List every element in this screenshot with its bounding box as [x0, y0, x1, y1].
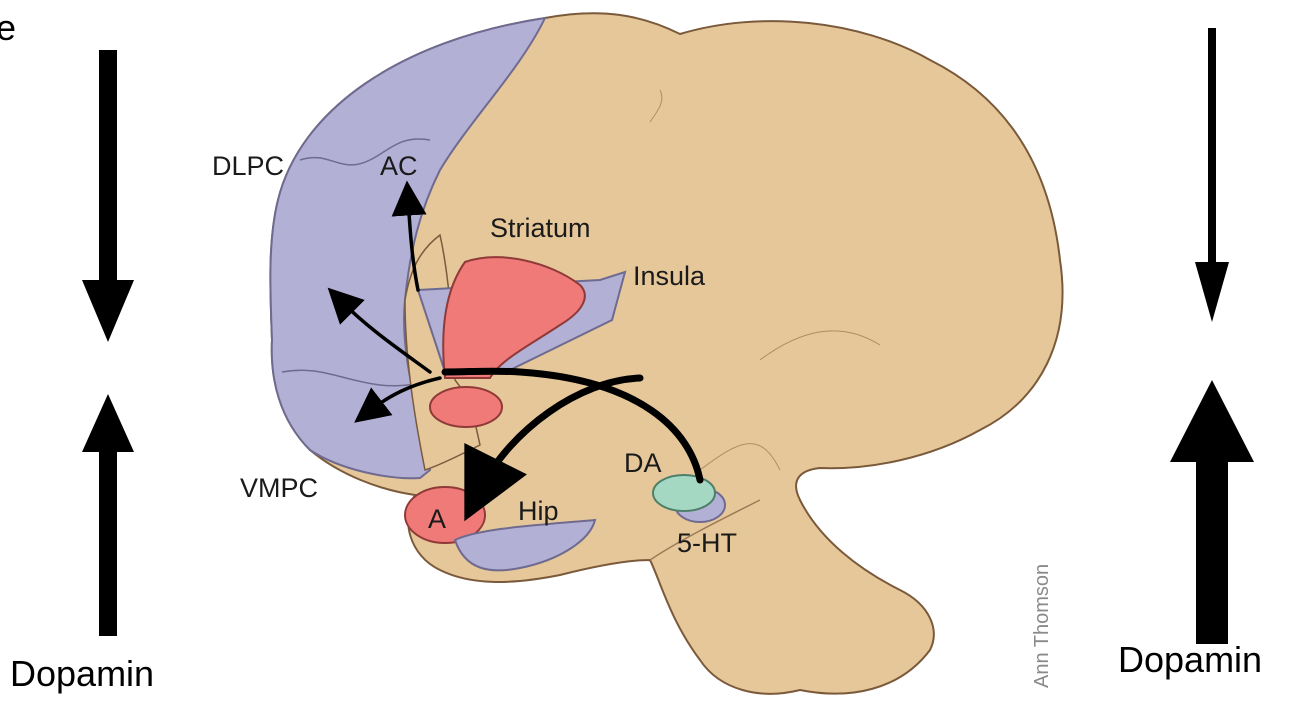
label-insula: Insula [633, 261, 706, 291]
label-vmpc: VMPC [240, 473, 318, 503]
label-hip: Hip [518, 496, 559, 526]
da-nucleus [653, 475, 715, 511]
label-5ht: 5-HT [677, 528, 737, 558]
brain-illustration: DLPC AC Striatum Insula VMPC DA A Hip 5-… [212, 13, 1062, 694]
right-up-arrow [1170, 380, 1254, 644]
label-da: DA [624, 448, 662, 478]
corner-text: e [0, 7, 16, 48]
right-dopamin-caption: Dopamin [1118, 639, 1262, 680]
right-down-arrow [1195, 28, 1229, 322]
left-up-arrow [82, 394, 134, 636]
label-striatum: Striatum [490, 213, 591, 243]
label-ac: AC [380, 151, 418, 181]
ventral-striatum [430, 387, 502, 427]
left-dopamin-caption: Dopamin [10, 653, 154, 694]
label-a: A [428, 504, 446, 534]
left-down-arrow [82, 50, 134, 342]
artist-credit: Ann Thomson [1031, 564, 1053, 688]
label-dlpc: DLPC [212, 151, 284, 181]
